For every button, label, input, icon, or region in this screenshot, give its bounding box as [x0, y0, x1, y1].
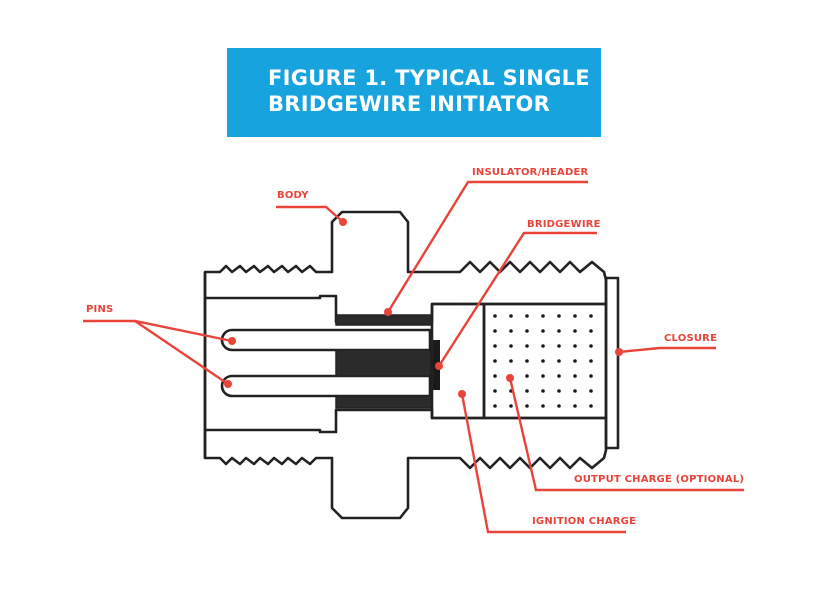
- output-charge-dot: [525, 404, 529, 408]
- output-charge-dot: [493, 344, 497, 348]
- output-charge-dot: [525, 359, 529, 363]
- output-charge-dot: [509, 404, 513, 408]
- pins-leader: [83, 319, 236, 388]
- output-charge-dot: [589, 344, 593, 348]
- output-charge-dot: [573, 374, 577, 378]
- output-charge-label: OUTPUT CHARGE (OPTIONAL): [574, 474, 744, 485]
- output-charge-dot: [493, 374, 497, 378]
- output-charge-dot: [573, 329, 577, 333]
- output-charge-dot: [589, 359, 593, 363]
- output-charge-dot: [589, 389, 593, 393]
- ignition-charge-leader: [458, 390, 626, 534]
- closure-part: [604, 276, 620, 450]
- closure-label: CLOSURE: [664, 333, 717, 344]
- output-charge-dot: [541, 374, 545, 378]
- output-charge-dot: [541, 359, 545, 363]
- output-charge-dot: [525, 389, 529, 393]
- output-charge-dot: [493, 359, 497, 363]
- output-charge-dot: [557, 374, 561, 378]
- output-charge-dot: [557, 329, 561, 333]
- output-charge-dot: [541, 314, 545, 318]
- output-charge-dot: [557, 314, 561, 318]
- output-charge-dot: [557, 344, 561, 348]
- output-charge-dot: [573, 389, 577, 393]
- figure-title-line-1: FIGURE 1. TYPICAL SINGLE: [268, 66, 590, 90]
- output-charge-dot: [525, 314, 529, 318]
- output-charge-dot: [525, 344, 529, 348]
- output-charge-dot: [573, 314, 577, 318]
- body-label: BODY: [277, 190, 309, 201]
- bridgewire-label: BRIDGEWIRE: [527, 219, 601, 230]
- output-charge-leader: [506, 374, 744, 492]
- insulator-header-label: INSULATOR/HEADER: [472, 167, 588, 178]
- pins-label: PINS: [86, 304, 113, 315]
- output-charge-dot: [541, 344, 545, 348]
- output-charge-dot: [573, 344, 577, 348]
- output-charge-dot: [589, 404, 593, 408]
- output-charge-dot: [493, 389, 497, 393]
- output-charge-dot: [589, 374, 593, 378]
- pins-part: [220, 328, 432, 398]
- output-charge-dot: [509, 329, 513, 333]
- output-charge-dot: [509, 359, 513, 363]
- output-charge-dot: [541, 404, 545, 408]
- output-charge-part: [482, 302, 608, 420]
- output-charge-dot: [557, 404, 561, 408]
- bridgewire-part: [430, 340, 440, 390]
- output-charge-dot: [493, 329, 497, 333]
- output-charge-dot: [541, 329, 545, 333]
- output-charge-dot: [589, 329, 593, 333]
- output-charge-dot: [525, 329, 529, 333]
- ignition-charge-label: IGNITION CHARGE: [532, 516, 636, 527]
- insulator-header-part: [335, 314, 433, 409]
- output-charge-dot: [541, 389, 545, 393]
- output-charge-dot: [573, 404, 577, 408]
- output-charge-dot: [589, 314, 593, 318]
- output-charge-dot: [509, 314, 513, 318]
- insulator-header-leader: [384, 180, 588, 316]
- output-charge-dot: [557, 389, 561, 393]
- body-leader: [276, 205, 347, 226]
- output-charge-dot: [493, 314, 497, 318]
- figure-title-box: FIGURE 1. TYPICAL SINGLE BRIDGEWIRE INIT…: [227, 48, 601, 137]
- closure-leader: [615, 346, 716, 356]
- output-charge-dot: [493, 404, 497, 408]
- bridgewire-leader: [435, 231, 597, 370]
- figure-title-line-2: BRIDGEWIRE INITIATOR: [268, 92, 551, 116]
- output-charge-dot: [573, 359, 577, 363]
- output-charge-dot: [525, 374, 529, 378]
- output-charge-dot: [557, 359, 561, 363]
- output-charge-dot: [509, 344, 513, 348]
